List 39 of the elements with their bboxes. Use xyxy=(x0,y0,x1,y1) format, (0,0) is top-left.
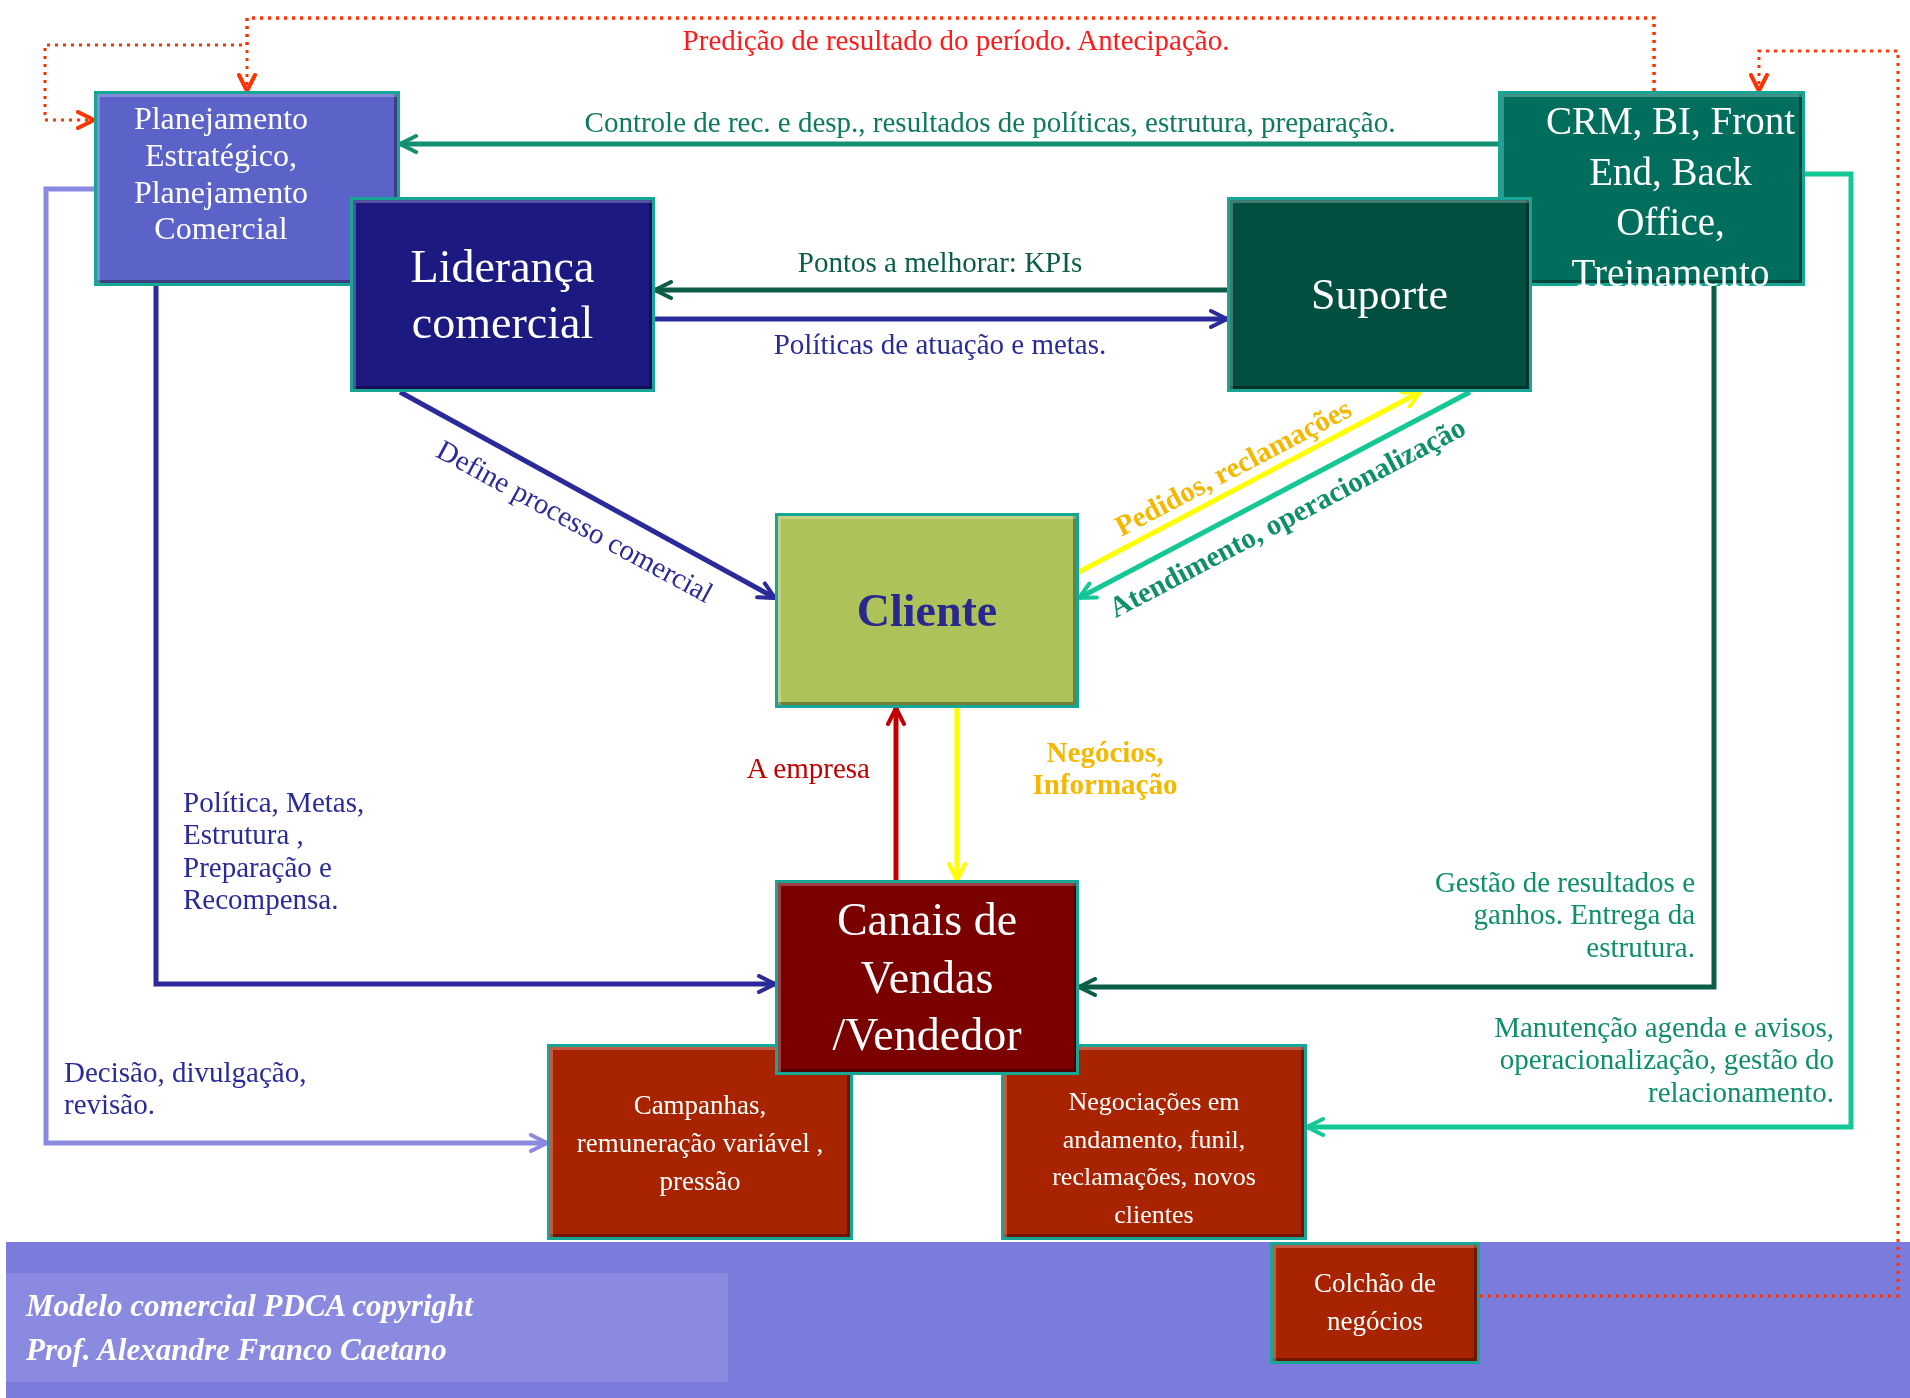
process-box xyxy=(1498,91,1805,286)
box-text: Planejamento Estratégico, Planejamento Comercial xyxy=(132,100,310,248)
box-text: Colchão de negócios xyxy=(1312,1267,1438,1338)
edge-label: A empresa xyxy=(745,752,870,785)
box-text: Canais de Vendas /Vendedor xyxy=(831,893,1023,1063)
arrow xyxy=(886,706,906,880)
arrow xyxy=(947,708,967,882)
arrow xyxy=(153,286,777,994)
edge-label: Políticas de atuação e metas. xyxy=(772,328,1108,361)
box-text: Campanhas, remuneração variável , pressão xyxy=(575,1089,825,1198)
arrow xyxy=(1077,286,1717,997)
edge-label: Controle de rec. e desp., resultados de políticas, estrutura, preparação. xyxy=(583,106,1397,139)
edge-label: Política, Metas, Estrutura , Preparação e Recompensa. xyxy=(183,786,366,916)
box-text: CRM, BI, Front End, Back Office, Treinamento xyxy=(1544,98,1797,297)
edge-label: Decisão, divulgação, revisão. xyxy=(64,1056,308,1121)
arrow xyxy=(1480,49,1900,1298)
process-box xyxy=(775,513,1079,708)
arrow xyxy=(655,309,1229,329)
arrow xyxy=(398,134,1498,154)
process-box xyxy=(350,197,655,392)
process-box xyxy=(94,91,400,286)
arrow xyxy=(653,280,1227,300)
box-text: Suporte xyxy=(1311,268,1448,321)
process-box xyxy=(1270,1242,1480,1364)
arrow xyxy=(1305,171,1854,1137)
process-box xyxy=(775,880,1079,1075)
footer-text: Modelo comercial PDCA copyright xyxy=(26,1287,475,1326)
edge-label: Gestão de resultados e ganhos. Entrega da estrutura. xyxy=(1433,866,1695,964)
edge-label: Negócios, Informação xyxy=(1031,736,1179,801)
arrow xyxy=(43,16,1656,130)
process-box xyxy=(1227,197,1532,392)
footer-text: Prof. Alexandre Franco Caetano xyxy=(26,1330,448,1369)
box-text: Negociações em andamento, funil, reclamações, novos clientes xyxy=(1051,1086,1257,1232)
arrow xyxy=(43,186,549,1153)
edge-label: Manutenção agenda e avisos, operacionalização, gestão do relacionamento. xyxy=(1493,1011,1834,1109)
edge-label: Predição de resultado do período. Antecipação. xyxy=(681,24,1231,57)
edge-label: Pontos a melhorar: KPIs xyxy=(796,246,1084,279)
box-text: Cliente xyxy=(856,584,998,638)
box-text: Liderança comercial xyxy=(409,240,596,350)
